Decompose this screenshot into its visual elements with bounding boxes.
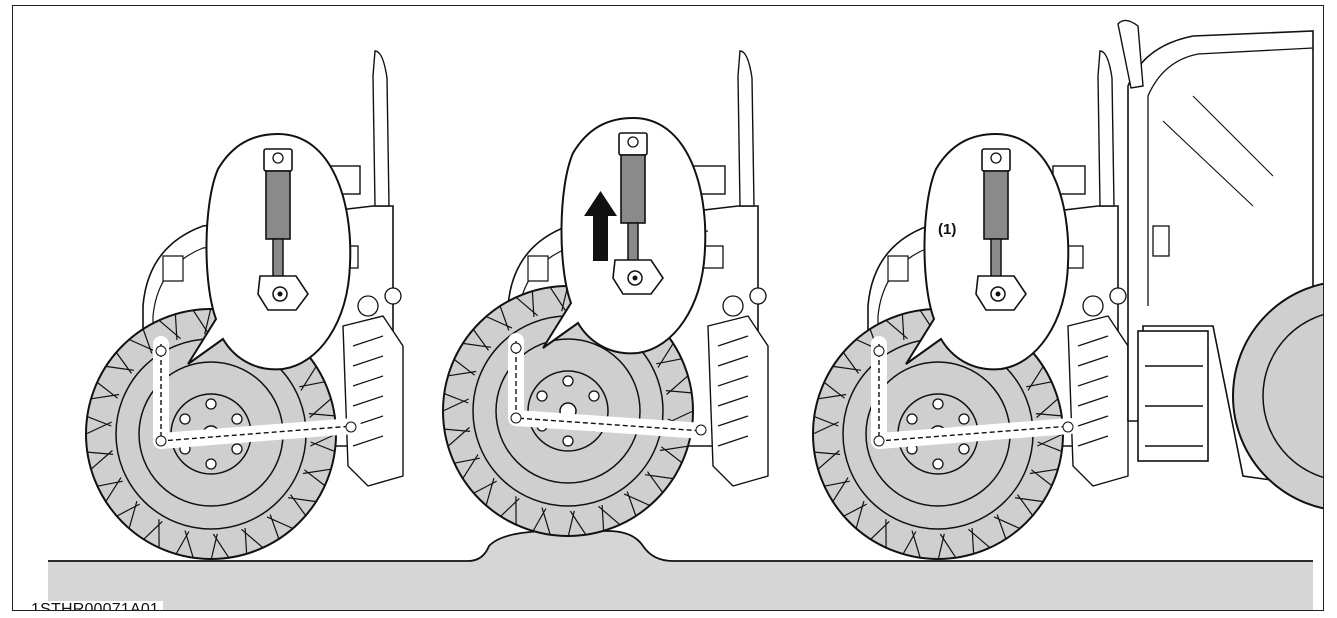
callout-label-1: (1) [938, 221, 956, 238]
callout-bubble-2 [542, 117, 707, 355]
stage-1-flat-ground [85, 50, 404, 560]
diagram-frame: (1) 1STHR00071A01 [12, 5, 1324, 611]
figure-code: 1STHR00071A01 [25, 601, 164, 610]
cab-steps [1137, 330, 1209, 462]
callout-bubble-3 [905, 133, 1070, 371]
up-arrow-icon [584, 191, 617, 261]
callout-bubble-1 [187, 133, 352, 371]
rear-tire [1232, 282, 1323, 510]
stage-2-bump [442, 50, 769, 537]
stage-3-flat-ground: (1) [812, 19, 1323, 560]
ground [48, 531, 1313, 610]
front-axle-suspension-diagram: (1) [48, 19, 1323, 610]
